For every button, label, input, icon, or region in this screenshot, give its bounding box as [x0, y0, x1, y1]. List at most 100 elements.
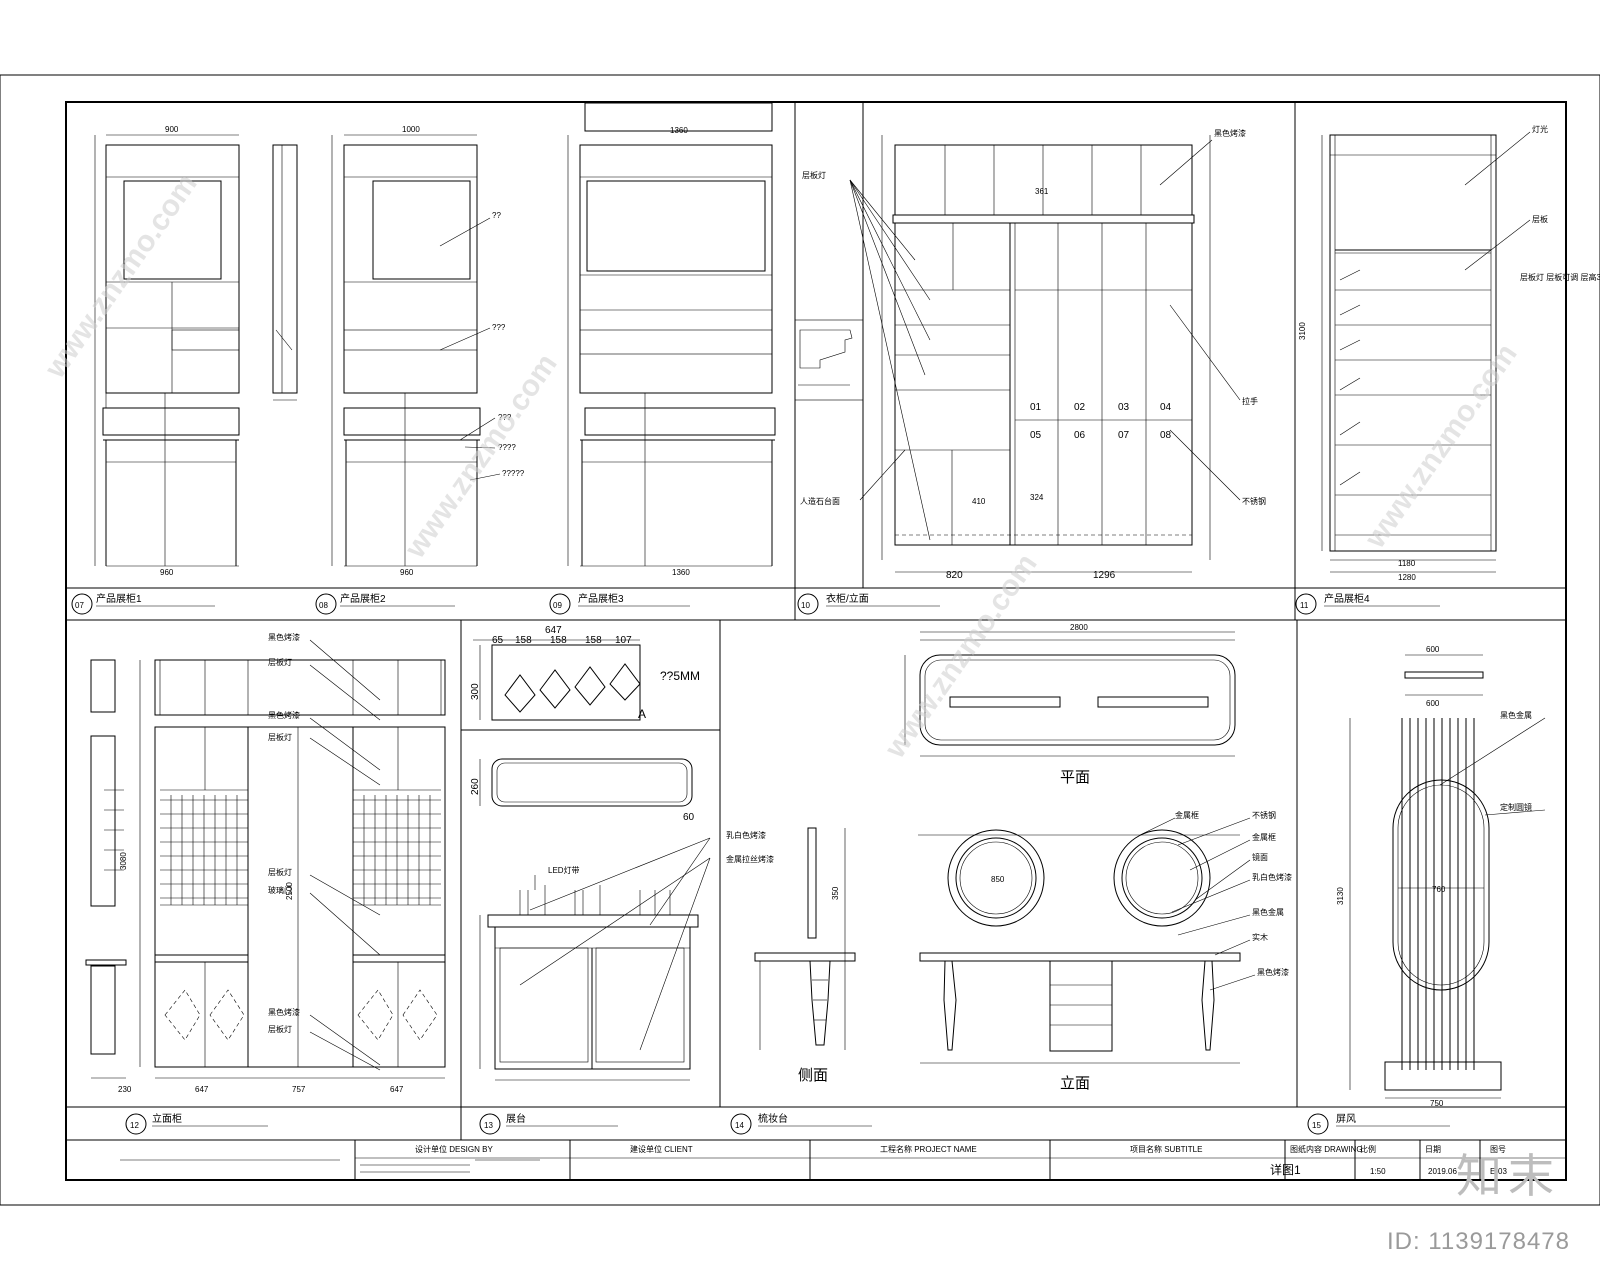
- dim-600-bot: 600: [1426, 699, 1440, 708]
- image-id: ID: 1139178478: [1386, 1228, 1570, 1255]
- panel-13-badge: [479, 1113, 501, 1135]
- panel-10-drawing: [849, 135, 1241, 573]
- panel-13-title: 展台: [506, 1112, 526, 1125]
- dim-158-b: 158: [550, 635, 567, 646]
- note-stone: ???: [492, 323, 506, 332]
- svg-text:01: 01: [1030, 402, 1042, 413]
- dim-820: 820: [946, 570, 963, 581]
- panel-14-front: [918, 817, 1256, 1064]
- dim-260: 260: [470, 778, 481, 795]
- tb-scale: 1:50: [1370, 1167, 1386, 1176]
- note-handle: 拉手: [1242, 396, 1258, 406]
- panel-13-drawing: [479, 837, 711, 1081]
- tb-client: 建设单位 CLIENT: [630, 1144, 693, 1154]
- note-14-c: 金属框: [1252, 832, 1276, 842]
- note-15-a: 黑色金属: [1500, 710, 1532, 720]
- watermark-1: www.znzmo.com: [38, 168, 204, 385]
- note-paint-brushed: 金属拉丝烤漆: [726, 854, 774, 864]
- dim-760: 760: [1432, 885, 1446, 894]
- panel-13-details: [473, 639, 693, 807]
- panel-09-drawing: [567, 102, 776, 567]
- watermark-4: www.znzmo.com: [1358, 338, 1524, 555]
- dim-757: 757: [292, 1085, 306, 1094]
- note-12-f: 玻璃门: [268, 885, 292, 895]
- svg-text:02: 02: [1074, 402, 1086, 413]
- tb-scale-label: 比例: [1360, 1144, 1376, 1154]
- svg-text:04: 04: [1160, 402, 1172, 413]
- title-block: [120, 1140, 1566, 1180]
- dim-60: 60: [683, 812, 695, 823]
- dim-960-p08: 960: [400, 568, 414, 577]
- note-12-d: 层板灯: [268, 732, 292, 742]
- panel-14-badge: [730, 1113, 752, 1135]
- panel-09-number: 09: [553, 601, 562, 610]
- note-paint-white: 乳白色烤漆: [726, 830, 766, 840]
- note-led-strip: LED灯带: [548, 865, 580, 875]
- panel-07-badge: [71, 593, 93, 615]
- panel-12-badge: [125, 1113, 147, 1135]
- dim-1000: 1000: [402, 125, 420, 134]
- note-14-b: 不锈钢: [1252, 810, 1276, 820]
- note-q3: ?????: [502, 469, 525, 478]
- dim-158-c: 158: [585, 635, 602, 646]
- note-14-h: 黑色烤漆: [1257, 967, 1289, 977]
- dim-350-side: 350: [831, 886, 840, 900]
- note-14-d: 镜面: [1252, 852, 1268, 862]
- drawer-labels: 01 02 03 04 05 06 07 08: [1030, 402, 1172, 441]
- panel-15-badge: [1307, 1113, 1329, 1135]
- panel-14-side: [754, 827, 856, 1050]
- panel-09-badge: [549, 593, 571, 615]
- note-shelf: 层板: [1532, 214, 1548, 224]
- dim-1296: 1296: [1093, 570, 1116, 581]
- panel-15-title: 屏风: [1336, 1113, 1356, 1125]
- note-14-a: 金属框: [1175, 810, 1199, 820]
- tb-drawing: 图纸内容 DRAWING: [1290, 1144, 1363, 1154]
- dim-158-a: 158: [515, 635, 532, 646]
- svg-text:06: 06: [1074, 430, 1086, 441]
- panel-12-title: 立面柜: [152, 1112, 182, 1125]
- tb-project: 工程名称 PROJECT NAME: [880, 1144, 977, 1154]
- note-steel: 不锈钢: [1242, 496, 1266, 506]
- panel-13-number: 13: [484, 1121, 493, 1130]
- panel-10-badge: [797, 593, 819, 615]
- dim-600-top: 600: [1426, 645, 1440, 654]
- note-q1: ???: [498, 413, 512, 422]
- note-light: 灯光: [1532, 124, 1548, 134]
- tb-design: 设计单位 DESIGN BY: [415, 1144, 493, 1154]
- dim-960-p07: 960: [160, 568, 174, 577]
- note-14-e: 乳白色烤漆: [1252, 872, 1292, 882]
- panel-15-number: 15: [1312, 1121, 1321, 1130]
- note-12-a: 黑色烤漆: [268, 632, 300, 642]
- dim-1180: 1180: [1398, 559, 1416, 568]
- tb-date-label: 日期: [1425, 1145, 1441, 1154]
- panel-14-plan: [904, 631, 1236, 757]
- profile-detail: [794, 319, 864, 401]
- dim-300: 300: [470, 683, 481, 700]
- note-12-g: 黑色烤漆: [268, 1007, 300, 1017]
- panel-15-drawing: [1349, 654, 1546, 1099]
- panel-08-title: 产品展柜2: [340, 592, 386, 605]
- dim-850: 850: [991, 875, 1005, 884]
- dim-2500: 2500: [285, 882, 294, 900]
- note-12-h: 层板灯: [268, 1024, 292, 1034]
- dim-3100: 3100: [1298, 322, 1307, 340]
- dim-647-top: 647: [545, 625, 562, 636]
- dim-65: 65: [492, 635, 504, 646]
- svg-text:03: 03: [1118, 402, 1130, 413]
- dim-750: 750: [1430, 1099, 1444, 1108]
- brand-logo: 知末: [1456, 1149, 1560, 1203]
- note-glass: ??: [492, 211, 501, 220]
- outer-frame: [0, 74, 1600, 1206]
- tb-date: 2019.06: [1428, 1167, 1457, 1176]
- watermark-2: www.znzmo.com: [398, 348, 564, 565]
- note-lamp: ??5MM: [660, 669, 700, 683]
- dim-2800: 2800: [1070, 623, 1088, 632]
- view-plan: 平面: [1060, 769, 1090, 786]
- drawing-border: [65, 101, 1567, 1181]
- note-14-f: 黑色金属: [1252, 907, 1284, 917]
- note-12-e: 层板灯: [268, 867, 292, 877]
- view-front: 立面: [1060, 1075, 1090, 1092]
- dim-647-left: 647: [195, 1085, 209, 1094]
- dim-3080: 3080: [119, 852, 128, 870]
